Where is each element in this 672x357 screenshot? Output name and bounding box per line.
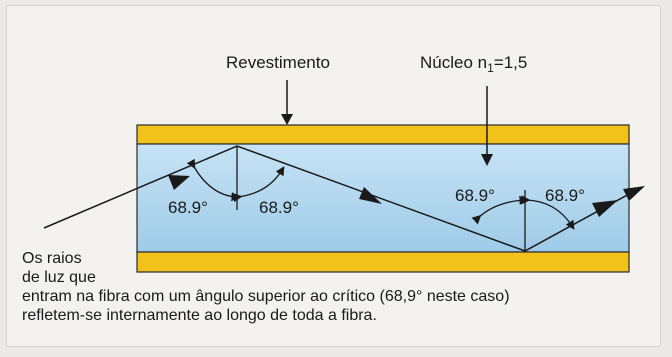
ray-arrow-1 — [168, 175, 190, 190]
angle-arc-3 — [471, 195, 529, 225]
angle-arc-2 — [232, 166, 285, 203]
core-label-value: =1,5 — [493, 53, 528, 72]
angle-label-4: 68.9° — [545, 186, 585, 205]
cladding-top — [136, 124, 630, 145]
core-label-subscript: 1 — [487, 61, 494, 75]
core-label-prefix: Núcleo n — [420, 53, 488, 72]
coating-pointer-head — [281, 114, 293, 125]
core-label: Núcleo n1=1,5 — [420, 53, 528, 75]
caption-line-1: Os raios — [22, 250, 82, 267]
caption-line-2: de luz que — [22, 269, 96, 286]
light-ray — [43, 145, 643, 252]
ray-arrow-2 — [359, 187, 382, 204]
angle-label-3: 68.9° — [455, 186, 495, 205]
angle-label-2: 68.9° — [259, 198, 299, 217]
coating-label: Revestimento — [226, 53, 330, 72]
cladding-bottom — [136, 251, 630, 273]
caption-line-4: refletem-se internamente ao longo de tod… — [22, 307, 377, 324]
ray-arrow-4 — [623, 186, 645, 201]
ray-arrow-3 — [592, 200, 618, 217]
angle-label-1: 68.9° — [168, 198, 208, 217]
angle-arc-1 — [186, 158, 241, 202]
angle-arc-4 — [521, 195, 575, 230]
core-pointer-head — [481, 154, 493, 166]
caption-line-3: entram na fibra com um ângulo superior a… — [22, 288, 510, 305]
